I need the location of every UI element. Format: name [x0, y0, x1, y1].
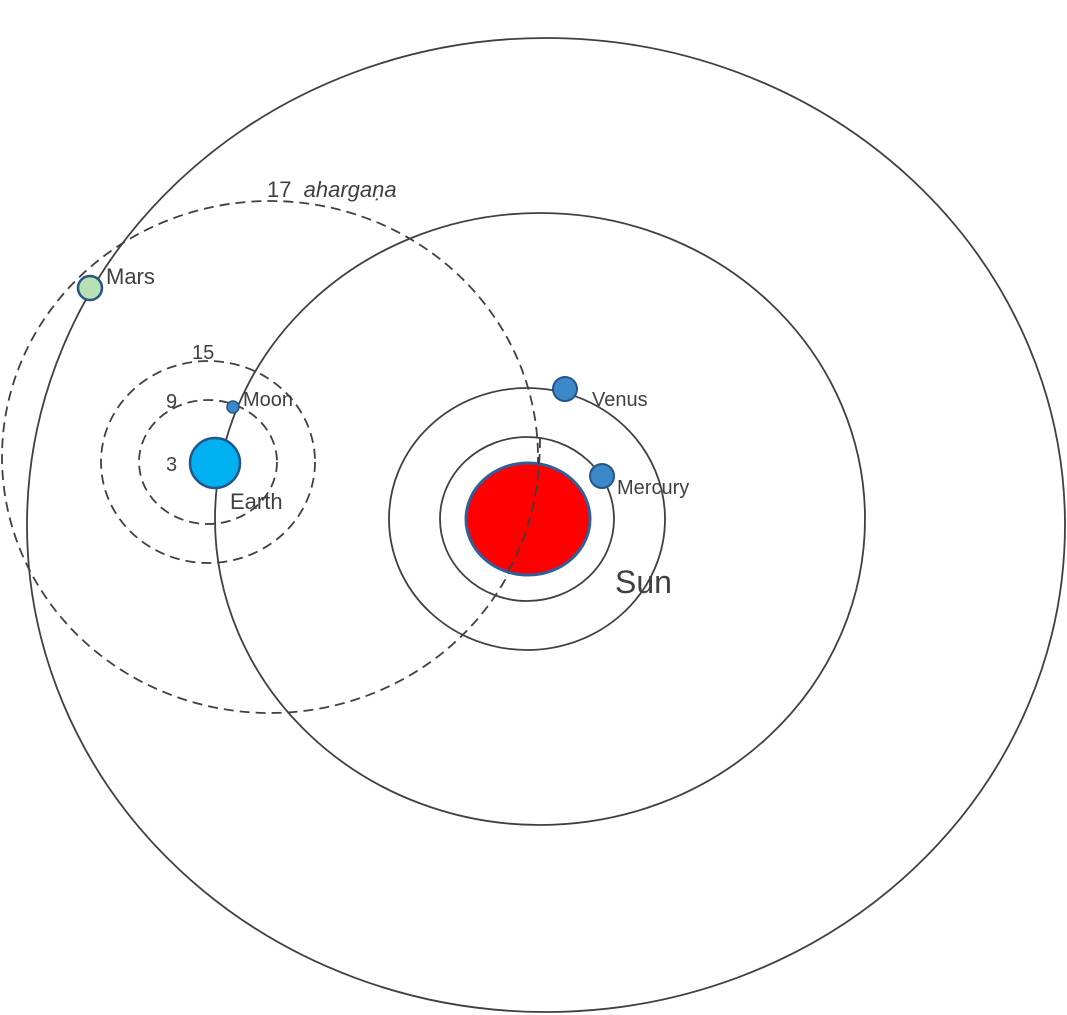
- ring-15: [100, 360, 316, 564]
- ring-3-label: 3: [166, 454, 177, 476]
- ahargana-word: ahargaṇa: [304, 177, 397, 202]
- sun-label: Sun: [615, 564, 672, 600]
- venus-orbit: [388, 387, 666, 651]
- mercury-body: [589, 463, 615, 489]
- mars-orbit: [26, 37, 1066, 1013]
- venus-body: [552, 376, 578, 402]
- ring-9-label: 9: [166, 391, 177, 413]
- venus-label: Venus: [592, 389, 648, 411]
- mars-label: Mars: [106, 264, 155, 289]
- mercury-orbit: [439, 436, 615, 602]
- ring-15-label: 15: [192, 342, 214, 364]
- ring-9: [138, 399, 278, 525]
- earth-label: Earth: [230, 489, 283, 514]
- moon-body: [226, 400, 240, 414]
- ahargana-label: 17 ahargaṇa: [267, 177, 397, 202]
- sun-body: [464, 461, 592, 577]
- earth-orbit: [214, 212, 866, 826]
- mercury-label: Mercury: [617, 477, 689, 499]
- moon-label: Moon: [243, 389, 293, 411]
- ahargana-count: 17: [267, 177, 291, 202]
- ahargana-ring-overlay: [504, 437, 541, 577]
- earth-body: [188, 436, 242, 490]
- ahargana-17-ring: [1, 200, 539, 714]
- mars-body: [76, 274, 104, 302]
